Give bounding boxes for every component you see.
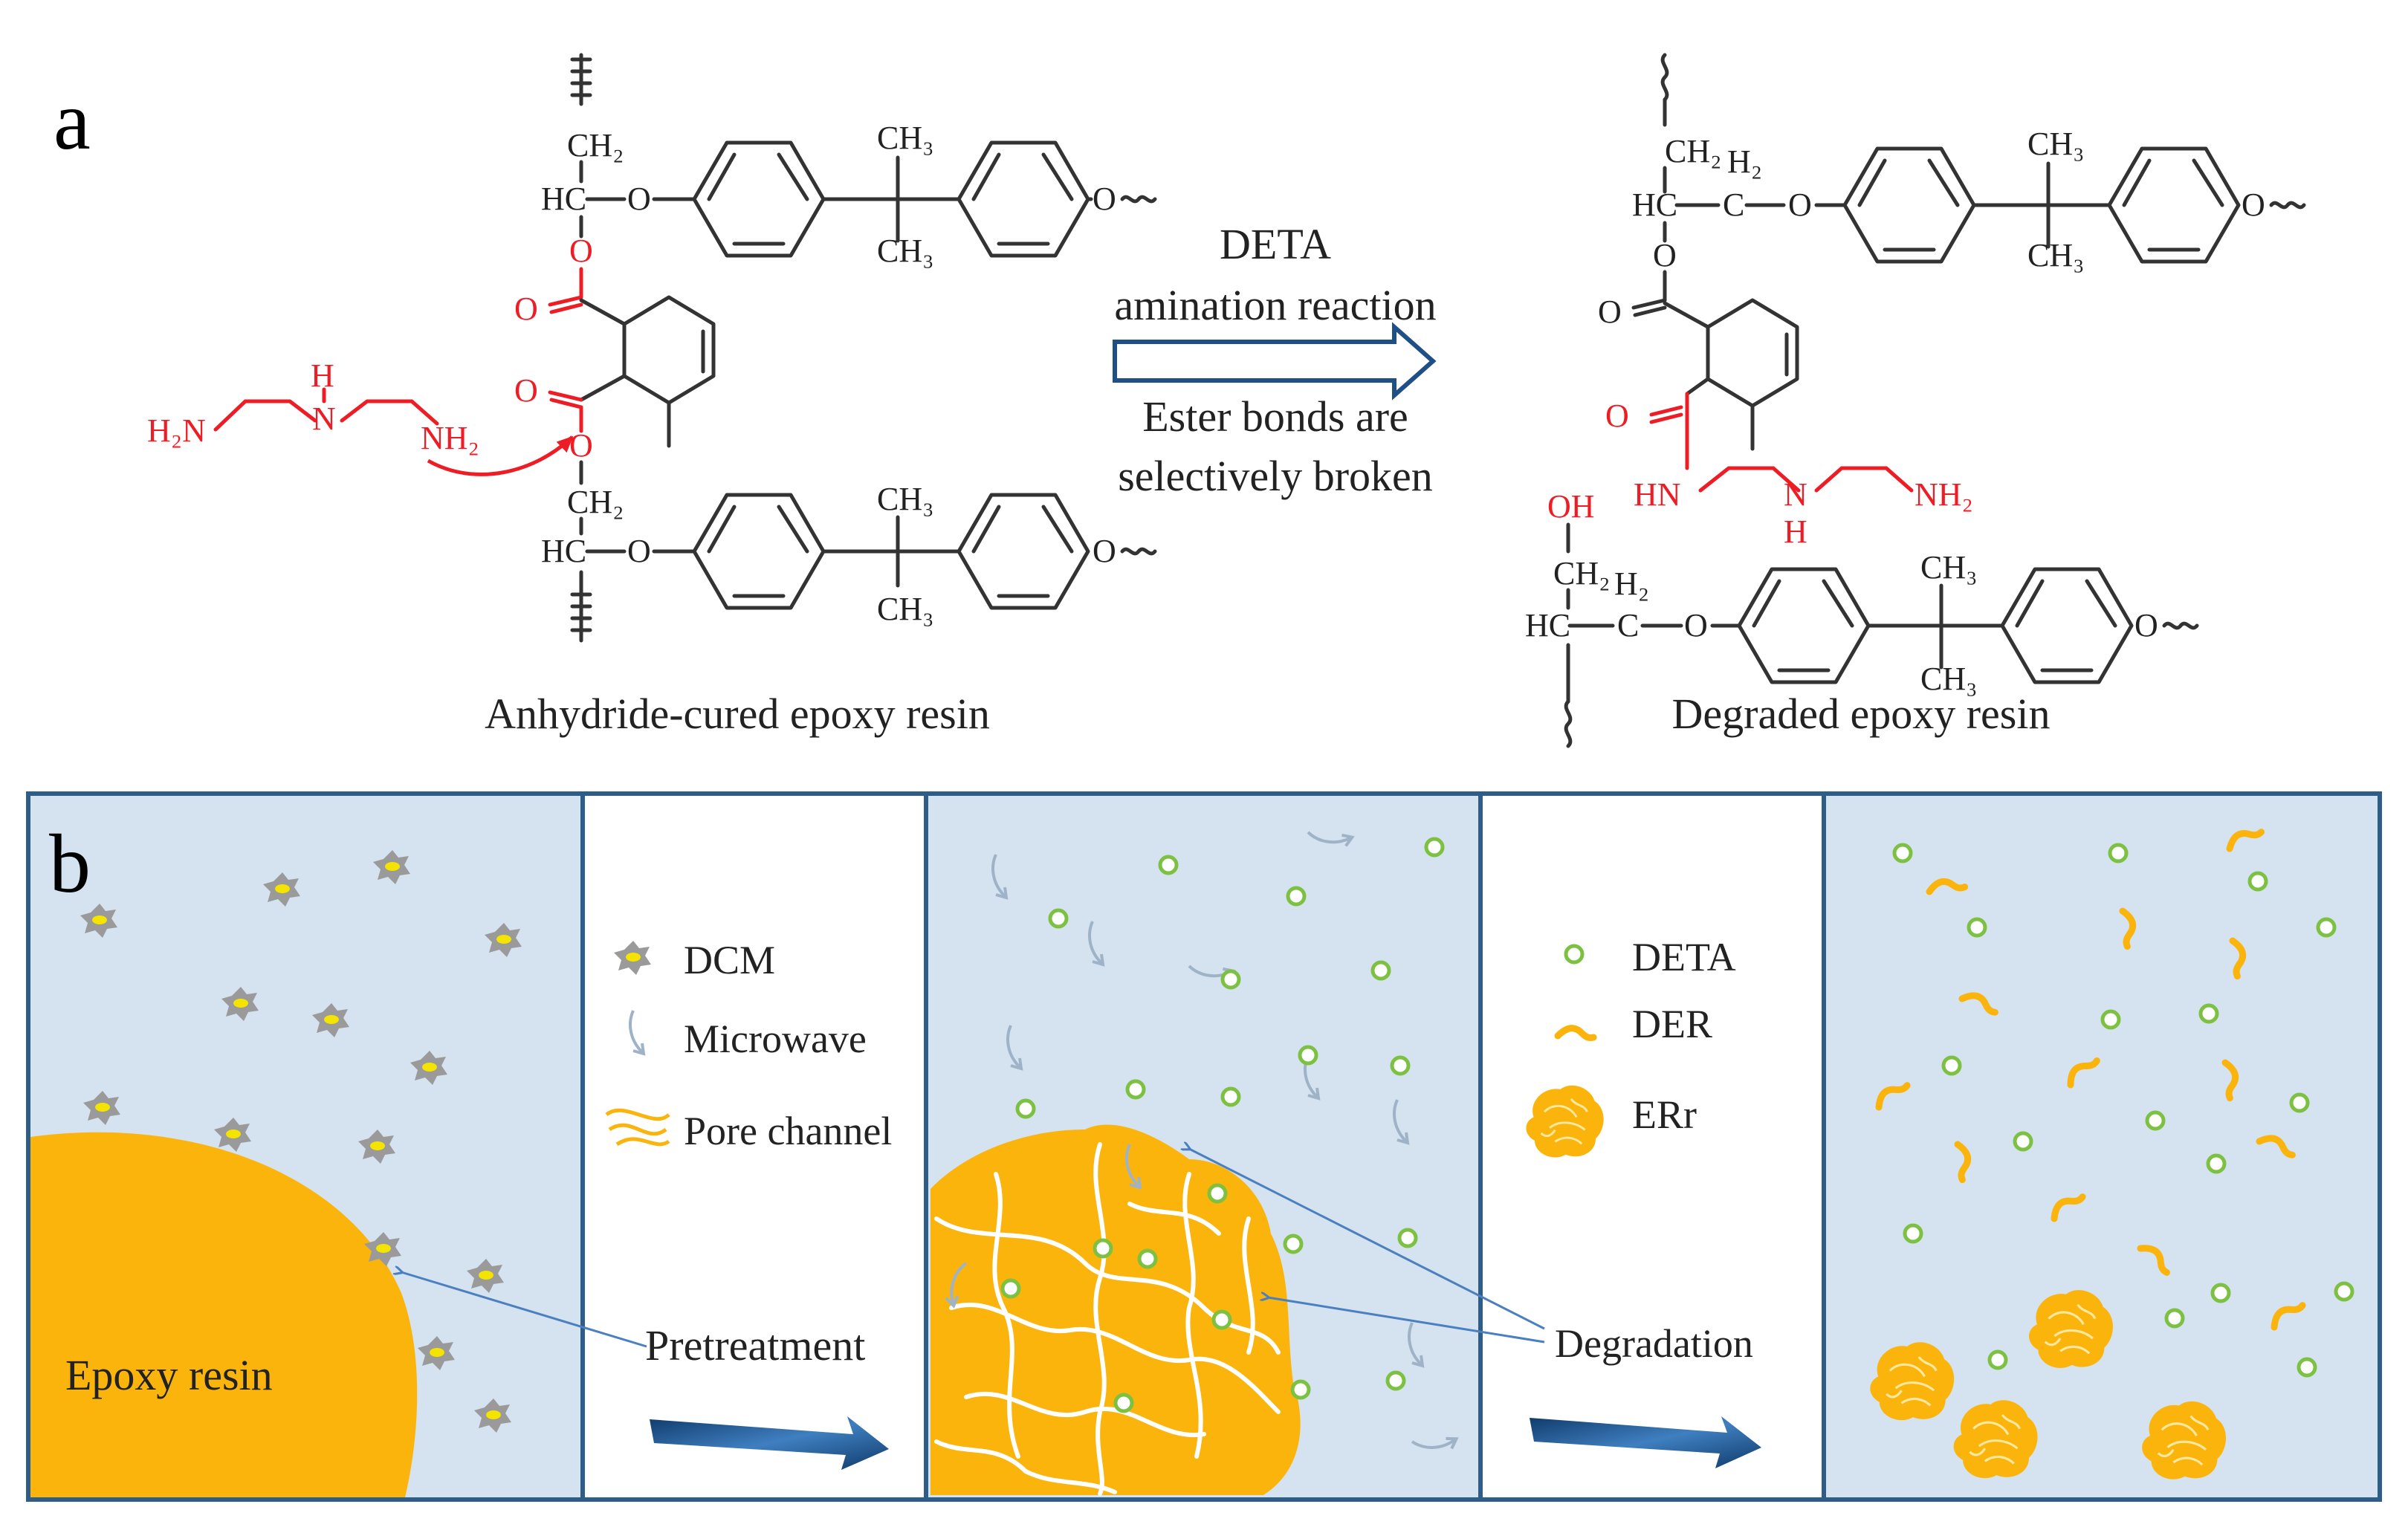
arrow-top-line1: DETA <box>1220 220 1331 268</box>
svg-text:O: O <box>2134 607 2158 644</box>
pretreatment-big-arrow <box>650 1416 889 1470</box>
panel-b-label: b <box>49 818 91 910</box>
svg-text:H: H <box>311 357 334 394</box>
svg-text:O: O <box>1684 607 1708 644</box>
legend-der: DER <box>1558 1002 1712 1046</box>
svg-text:Pore channel: Pore channel <box>684 1109 892 1153</box>
svg-text:CH₃: CH₃ <box>877 120 933 156</box>
legend-dcm: DCM <box>614 938 775 982</box>
svg-text:CH₃: CH₃ <box>2027 126 2084 162</box>
svg-text:ERr: ERr <box>1632 1092 1697 1137</box>
arrow-top-line2: amination reaction <box>1114 281 1436 329</box>
legend-err: ERr <box>1524 1084 1697 1158</box>
right-caption: Degraded epoxy resin <box>1672 690 2051 738</box>
svg-text:N: N <box>312 401 336 437</box>
degradation-arrow-line-2 <box>1268 1297 1545 1344</box>
epoxy-resin-label: Epoxy resin <box>65 1351 273 1399</box>
svg-text:H₂: H₂ <box>1614 565 1649 602</box>
svg-text:O: O <box>569 233 593 269</box>
svg-text:CH₃: CH₃ <box>1920 661 1977 697</box>
svg-text:Microwave: Microwave <box>684 1017 867 1061</box>
porous-resin-blob <box>930 1124 1301 1496</box>
pretreatment-arrow-line <box>401 1272 647 1348</box>
svg-text:C: C <box>1723 187 1744 223</box>
anhydride-cured-epoxy-structure: CH₂ HC O CH₃ CH₃ O O O O <box>147 53 1157 643</box>
svg-text:O: O <box>1605 398 1629 434</box>
svg-text:DER: DER <box>1632 1002 1712 1046</box>
svg-text:O: O <box>1093 533 1116 569</box>
svg-text:CH₃: CH₃ <box>877 591 933 627</box>
legend-deta: DETA <box>1566 935 1736 979</box>
degradation-arrow-line-1 <box>1189 1149 1545 1330</box>
svg-text:O: O <box>627 181 651 217</box>
svg-text:H₂: H₂ <box>1727 143 1762 180</box>
svg-text:CH₃: CH₃ <box>2027 237 2084 273</box>
svg-text:O: O <box>569 427 593 464</box>
svg-text:O: O <box>514 372 538 409</box>
degraded-epoxy-structure: CH₂ H₂ HC C O CH₃ CH₃ O O O O <box>1525 53 2306 748</box>
svg-text:O: O <box>1598 294 1622 330</box>
svg-text:DCM: DCM <box>684 938 775 982</box>
svg-text:HN: HN <box>1634 476 1681 513</box>
svg-text:C: C <box>1617 607 1639 644</box>
epoxy-resin-blob <box>30 1132 418 1497</box>
degradation-label: Degradation <box>1555 1321 1753 1366</box>
degradation-big-arrow <box>1530 1416 1761 1468</box>
svg-text:CH₂: CH₂ <box>1665 133 1721 169</box>
arrow-bottom-line2: selectively broken <box>1118 452 1433 500</box>
svg-text:CH₃: CH₃ <box>1920 549 1977 586</box>
svg-text:CH₃: CH₃ <box>877 481 933 517</box>
svg-text:O: O <box>1653 237 1677 273</box>
svg-text:HC: HC <box>541 181 586 217</box>
svg-text:HC: HC <box>541 533 586 569</box>
svg-text:OH: OH <box>1547 488 1595 525</box>
legend-microwave: Microwave <box>629 1009 867 1061</box>
svg-text:H: H <box>1784 513 1807 550</box>
svg-text:CH₂: CH₂ <box>567 484 624 520</box>
svg-text:O: O <box>627 533 651 569</box>
svg-text:O: O <box>1093 181 1116 217</box>
svg-text:HC: HC <box>1525 607 1570 644</box>
svg-text:CH₃: CH₃ <box>877 233 933 269</box>
svg-text:CH₂: CH₂ <box>567 127 624 163</box>
arrow-bottom-line1: Ester bonds are <box>1142 392 1408 441</box>
svg-text:O: O <box>2242 187 2265 223</box>
svg-text:O: O <box>1788 187 1812 223</box>
pretreatment-label: Pretreatment <box>645 1321 865 1370</box>
svg-text:CH₂: CH₂ <box>1553 555 1610 592</box>
panel-a-label: a <box>54 75 91 167</box>
legend-pore-channel: Pore channel <box>605 1108 892 1153</box>
svg-text:H₂N: H₂N <box>147 412 206 449</box>
svg-text:NH₂: NH₂ <box>1915 476 1973 513</box>
svg-text:O: O <box>514 291 538 327</box>
svg-text:N: N <box>1784 476 1807 513</box>
svg-text:NH₂: NH₂ <box>421 420 479 456</box>
reaction-arrow <box>1113 322 1437 401</box>
svg-text:DETA: DETA <box>1632 935 1736 979</box>
left-caption: Anhydride-cured epoxy resin <box>485 690 990 738</box>
svg-text:HC: HC <box>1632 187 1677 223</box>
